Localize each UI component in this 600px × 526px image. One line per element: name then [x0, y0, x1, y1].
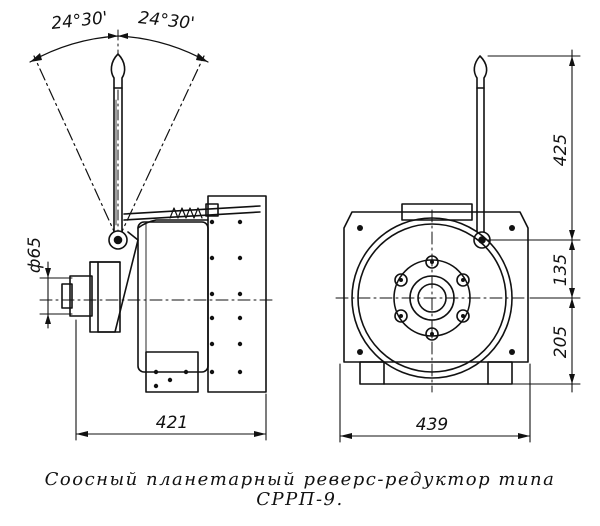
width-label-right: 439 [416, 415, 448, 435]
side-view [29, 29, 273, 441]
bolt-circle [394, 255, 470, 341]
angle-label-left: 24°30' [50, 8, 108, 34]
side-bolts [153, 219, 243, 389]
height-label-bottom: 205 [551, 326, 571, 358]
length-dim-left [75, 319, 267, 441]
diameter-dim [39, 261, 73, 329]
pivot-flange [61, 230, 139, 333]
gearbox-body [137, 195, 267, 393]
linkage-spring [123, 203, 261, 221]
angle-label-right: 24°30' [137, 8, 195, 34]
front-lever [473, 55, 491, 249]
control-lever [110, 53, 126, 233]
height-label-mid: 135 [551, 254, 571, 286]
diameter-label: ф65 [25, 237, 45, 273]
height-label-top: 425 [551, 134, 571, 166]
front-view [335, 49, 581, 443]
caption-line-2: СРРП-9. [256, 489, 344, 510]
technical-drawing: 24°30' 24°30' ф65 421 439 425 135 205 [25, 8, 581, 443]
height-dims [487, 49, 581, 393]
figure-caption: Соосный планетарный реверс-редуктор типа… [0, 470, 600, 510]
length-label-left: 421 [156, 413, 188, 433]
width-dim-right [339, 363, 531, 443]
caption-line-1: Соосный планетарный реверс-редуктор типа [44, 469, 556, 490]
front-housing [343, 203, 529, 385]
